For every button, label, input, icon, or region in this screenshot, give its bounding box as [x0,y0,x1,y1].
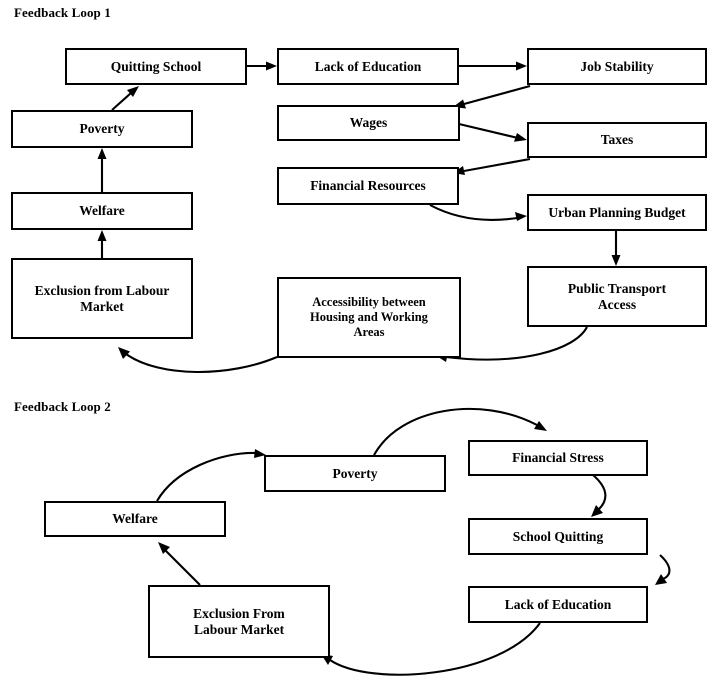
node-label-line-2: Housing and Working [310,310,428,325]
edge-school-quitting-to-lack-of-education [655,554,671,585]
node-label: Financial Resources [310,178,426,194]
node-label: School Quitting [512,528,604,544]
node-lack-of-education-loop2[interactable]: Lack of Education [468,586,648,623]
edge-exclusion-to-welfare-loop2 [158,542,201,586]
node-label-line-1: Exclusion From [193,605,285,621]
node-label: Taxes [600,132,634,148]
node-lack-of-education[interactable]: Lack of Education [277,48,459,85]
edge-poverty-to-financial-stress [373,407,547,456]
node-label-line-2: Market [80,298,124,314]
edge-financial-stress-to-school-quitting [591,474,607,517]
node-accessibility-between-housing-and-working-areas[interactable]: Accessibility between Housing and Workin… [277,277,461,358]
node-poverty-loop2[interactable]: Poverty [264,455,446,492]
node-label: Poverty [79,121,125,137]
node-welfare-loop1[interactable]: Welfare [11,192,193,230]
node-welfare-loop2[interactable]: Welfare [44,501,226,537]
node-taxes[interactable]: Taxes [527,122,707,158]
edge-quitting-school-to-lack-of-education [247,61,277,71]
edge-lack-of-education-to-job-stability [458,61,527,71]
node-label: Job Stability [580,58,654,74]
node-label-line-1: Exclusion from Labour [34,282,170,298]
node-label-line-2: Labour Market [193,621,285,637]
node-exclusion-from-labour-market-loop2[interactable]: Exclusion From Labour Market [148,585,330,658]
edge-exclusion-to-welfare [97,230,107,258]
node-school-quitting[interactable]: School Quitting [468,518,648,555]
node-label-line-1: Public Transport [567,280,667,296]
node-urban-planning-budget[interactable]: Urban Planning Budget [527,194,707,231]
node-financial-resources[interactable]: Financial Resources [277,167,459,205]
node-label: Lack of Education [314,58,422,74]
feedback-loop-1-title: Feedback Loop 1 [14,5,111,20]
node-job-stability[interactable]: Job Stability [527,48,707,85]
node-label-line-3: Areas [353,324,385,339]
edge-lack-of-education-to-exclusion-loop2 [321,622,541,676]
node-label: Financial Stress [512,450,604,466]
edge-welfare-to-poverty-loop2 [156,449,266,502]
node-label: Poverty [332,465,378,481]
edge-poverty-to-quitting-school [111,86,139,111]
node-poverty-loop1[interactable]: Poverty [11,110,193,148]
feedback-loop-2-title: Feedback Loop 2 [14,399,111,414]
edge-urban-planning-budget-to-public-transport-access [611,230,621,266]
edge-welfare-to-poverty [97,148,107,192]
node-label: Welfare [79,203,125,219]
node-exclusion-from-labour-market-loop1[interactable]: Exclusion from Labour Market [11,258,193,339]
node-label-line-2: Access [597,296,637,312]
node-public-transport-access[interactable]: Public Transport Access [527,266,707,327]
node-financial-stress[interactable]: Financial Stress [468,440,648,476]
node-label: Quitting School [110,58,202,74]
node-label: Urban Planning Budget [548,204,686,220]
node-wages[interactable]: Wages [277,105,460,141]
edge-financial-resources-to-urban-planning-budget [429,204,527,222]
node-quitting-school[interactable]: Quitting School [65,48,247,85]
edge-accessibility-to-exclusion-from-labour-market [118,347,278,374]
node-label: Wages [349,115,388,131]
node-label: Lack of Education [504,596,612,612]
edge-wages-to-taxes [458,122,527,142]
node-label-line-1: Accessibility between [312,295,426,310]
node-label: Welfare [112,511,158,527]
